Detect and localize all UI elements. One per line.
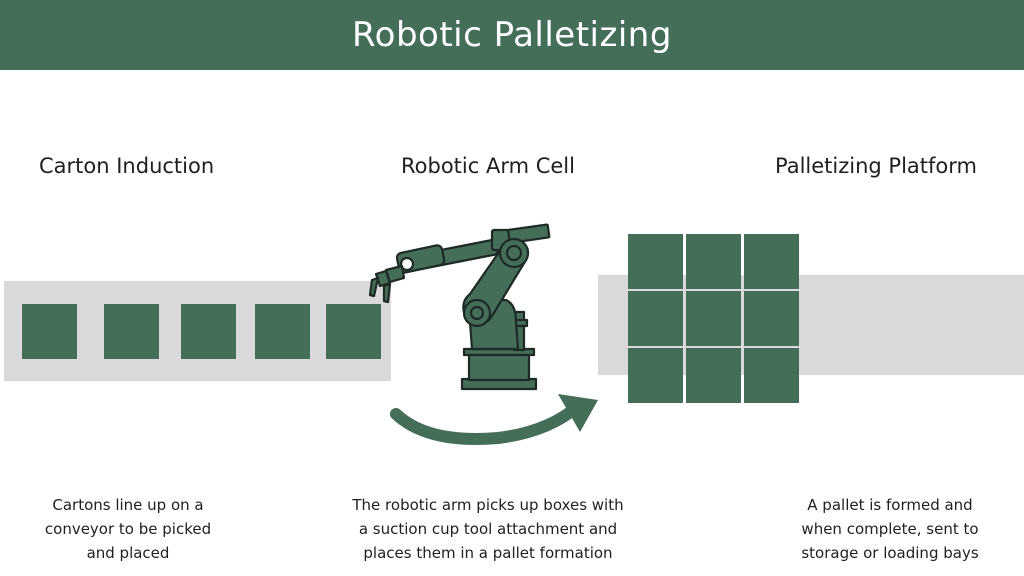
description-line: The robotic arm picks up boxes with — [352, 496, 624, 514]
description-robotic-arm-cell: The robotic arm picks up boxes with a su… — [320, 493, 656, 565]
section-heading-carton-induction: Carton Induction — [39, 154, 215, 178]
pallet-box — [686, 291, 741, 346]
pallet-box — [628, 291, 683, 346]
description-line: places them in a pallet formation — [363, 544, 613, 562]
pallet-box — [686, 234, 741, 289]
description-line: storage or loading bays — [801, 544, 979, 562]
carton-box — [181, 304, 236, 359]
pallet-stack — [628, 234, 800, 404]
page-title: Robotic Palletizing — [352, 15, 672, 55]
section-heading-robotic-arm-cell: Robotic Arm Cell — [401, 154, 575, 178]
description-line: when complete, sent to — [801, 520, 979, 538]
curved-arrow-icon — [390, 394, 598, 445]
section-heading-palletizing-platform: Palletizing Platform — [775, 154, 977, 178]
carton-box — [104, 304, 159, 359]
pallet-box — [744, 234, 799, 289]
pallet-box — [744, 348, 799, 403]
pallet-box — [628, 234, 683, 289]
pallet-box — [744, 291, 799, 346]
carton-box — [22, 304, 77, 359]
robotic-arm-icon — [368, 223, 551, 391]
pallet-box — [686, 348, 741, 403]
carton-box — [326, 304, 381, 359]
pallet-box — [628, 348, 683, 403]
description-line: and placed — [86, 544, 170, 562]
description-line: a suction cup tool attachment and — [358, 520, 618, 538]
description-palletizing-platform: A pallet is formed and when complete, se… — [756, 493, 1024, 565]
description-line: A pallet is formed and — [807, 496, 973, 514]
carton-box — [255, 304, 310, 359]
description-carton-induction: Cartons line up on a conveyor to be pick… — [0, 493, 256, 565]
description-line: conveyor to be picked — [44, 520, 212, 538]
header-bar: Robotic Palletizing — [0, 0, 1024, 70]
description-line: Cartons line up on a — [52, 496, 204, 514]
